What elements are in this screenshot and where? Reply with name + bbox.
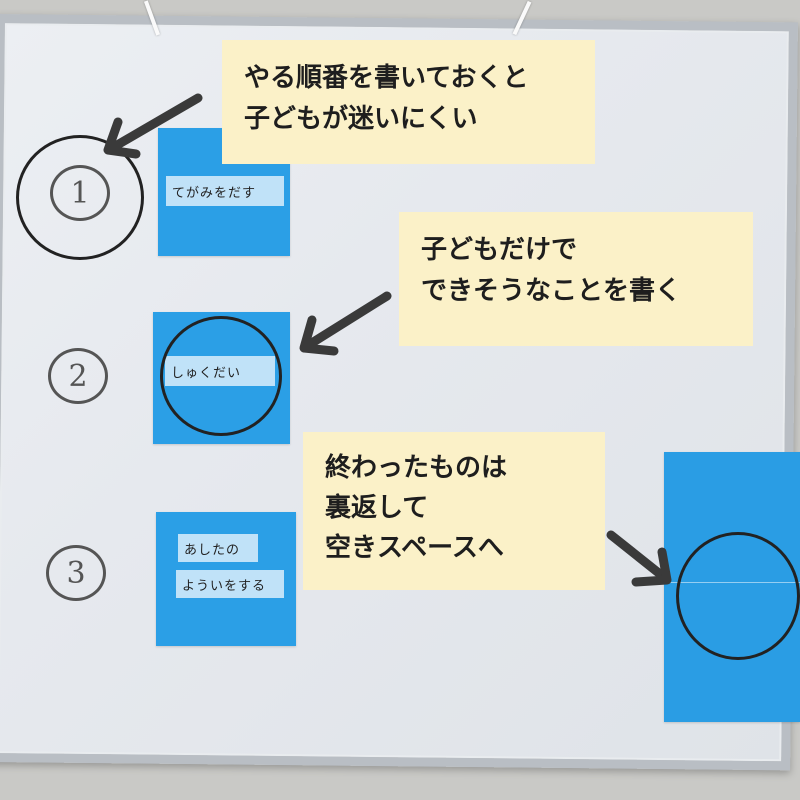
callout-line: 終わったものは	[325, 453, 508, 483]
card-tape-label: てがみをだす	[166, 176, 284, 206]
step-number-label: 3	[66, 555, 86, 591]
step-number-3: 3	[46, 545, 106, 601]
callout-flip: 終わったものは 裏返して 空きスペースへ	[303, 432, 605, 590]
callout-line: 裏返して	[325, 493, 429, 523]
task-card-step-3: あしたの よういをする	[156, 512, 296, 646]
callout-order: やる順番を書いておくと 子どもが迷いにくい	[222, 40, 595, 164]
card-tape-label-2: よういをする	[176, 570, 284, 598]
marker-circle-step-1	[16, 135, 144, 260]
callout-simple: 子どもだけで できそうなことを書く	[399, 212, 753, 346]
callout-line: 空きスペースへ	[325, 533, 504, 563]
marker-circle-flipped	[676, 532, 800, 660]
card-tape-label-1: あしたの	[178, 534, 258, 562]
marker-circle-step-2	[160, 316, 282, 436]
callout-line: やる順番を書いておくと	[244, 63, 529, 93]
callout-line: 子どもが迷いにくい	[244, 104, 478, 134]
callout-line: 子どもだけで	[421, 235, 578, 265]
callout-line: できそうなことを書く	[421, 276, 682, 306]
step-number-2: 2	[48, 348, 108, 404]
step-number-label: 2	[68, 358, 88, 394]
